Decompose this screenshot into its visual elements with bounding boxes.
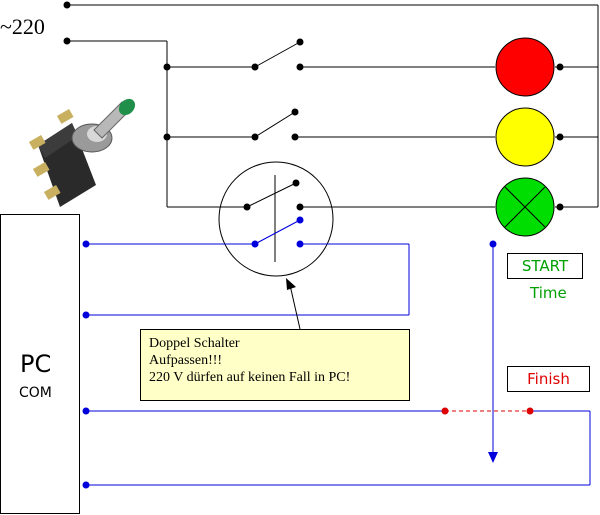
note-line-1: Doppel Schalter <box>149 336 240 351</box>
finish-dots <box>441 407 534 415</box>
mains-junction-dots <box>63 1 564 211</box>
com-label: COM <box>19 385 52 401</box>
time-label: Time <box>530 284 567 302</box>
red-lamp <box>495 37 555 97</box>
signal-junction-dots <box>82 216 497 489</box>
note-line-3: 220 V dürfen auf keinen Fall in PC! <box>149 370 351 385</box>
yellow-lamp <box>495 107 555 167</box>
note-pointer-head <box>286 278 296 290</box>
start-label: START <box>507 253 583 279</box>
note-line-2: Aufpassen!!! <box>149 353 223 368</box>
signal-wiring <box>86 219 591 486</box>
toggle-switch-icon <box>28 98 136 207</box>
warning-note: Doppel Schalter Aufpassen!!! 220 V dürfe… <box>140 329 410 401</box>
voltage-label: ~220 <box>0 14 45 39</box>
time-arrow-head <box>488 452 498 463</box>
mains-wiring <box>67 4 599 208</box>
double-switch-circle <box>218 161 334 277</box>
note-pointer <box>289 284 301 330</box>
green-lamp-cross-b <box>504 186 546 228</box>
finish-label: Finish <box>507 366 590 392</box>
pc-box <box>0 214 80 514</box>
pc-label: PC <box>20 350 52 378</box>
